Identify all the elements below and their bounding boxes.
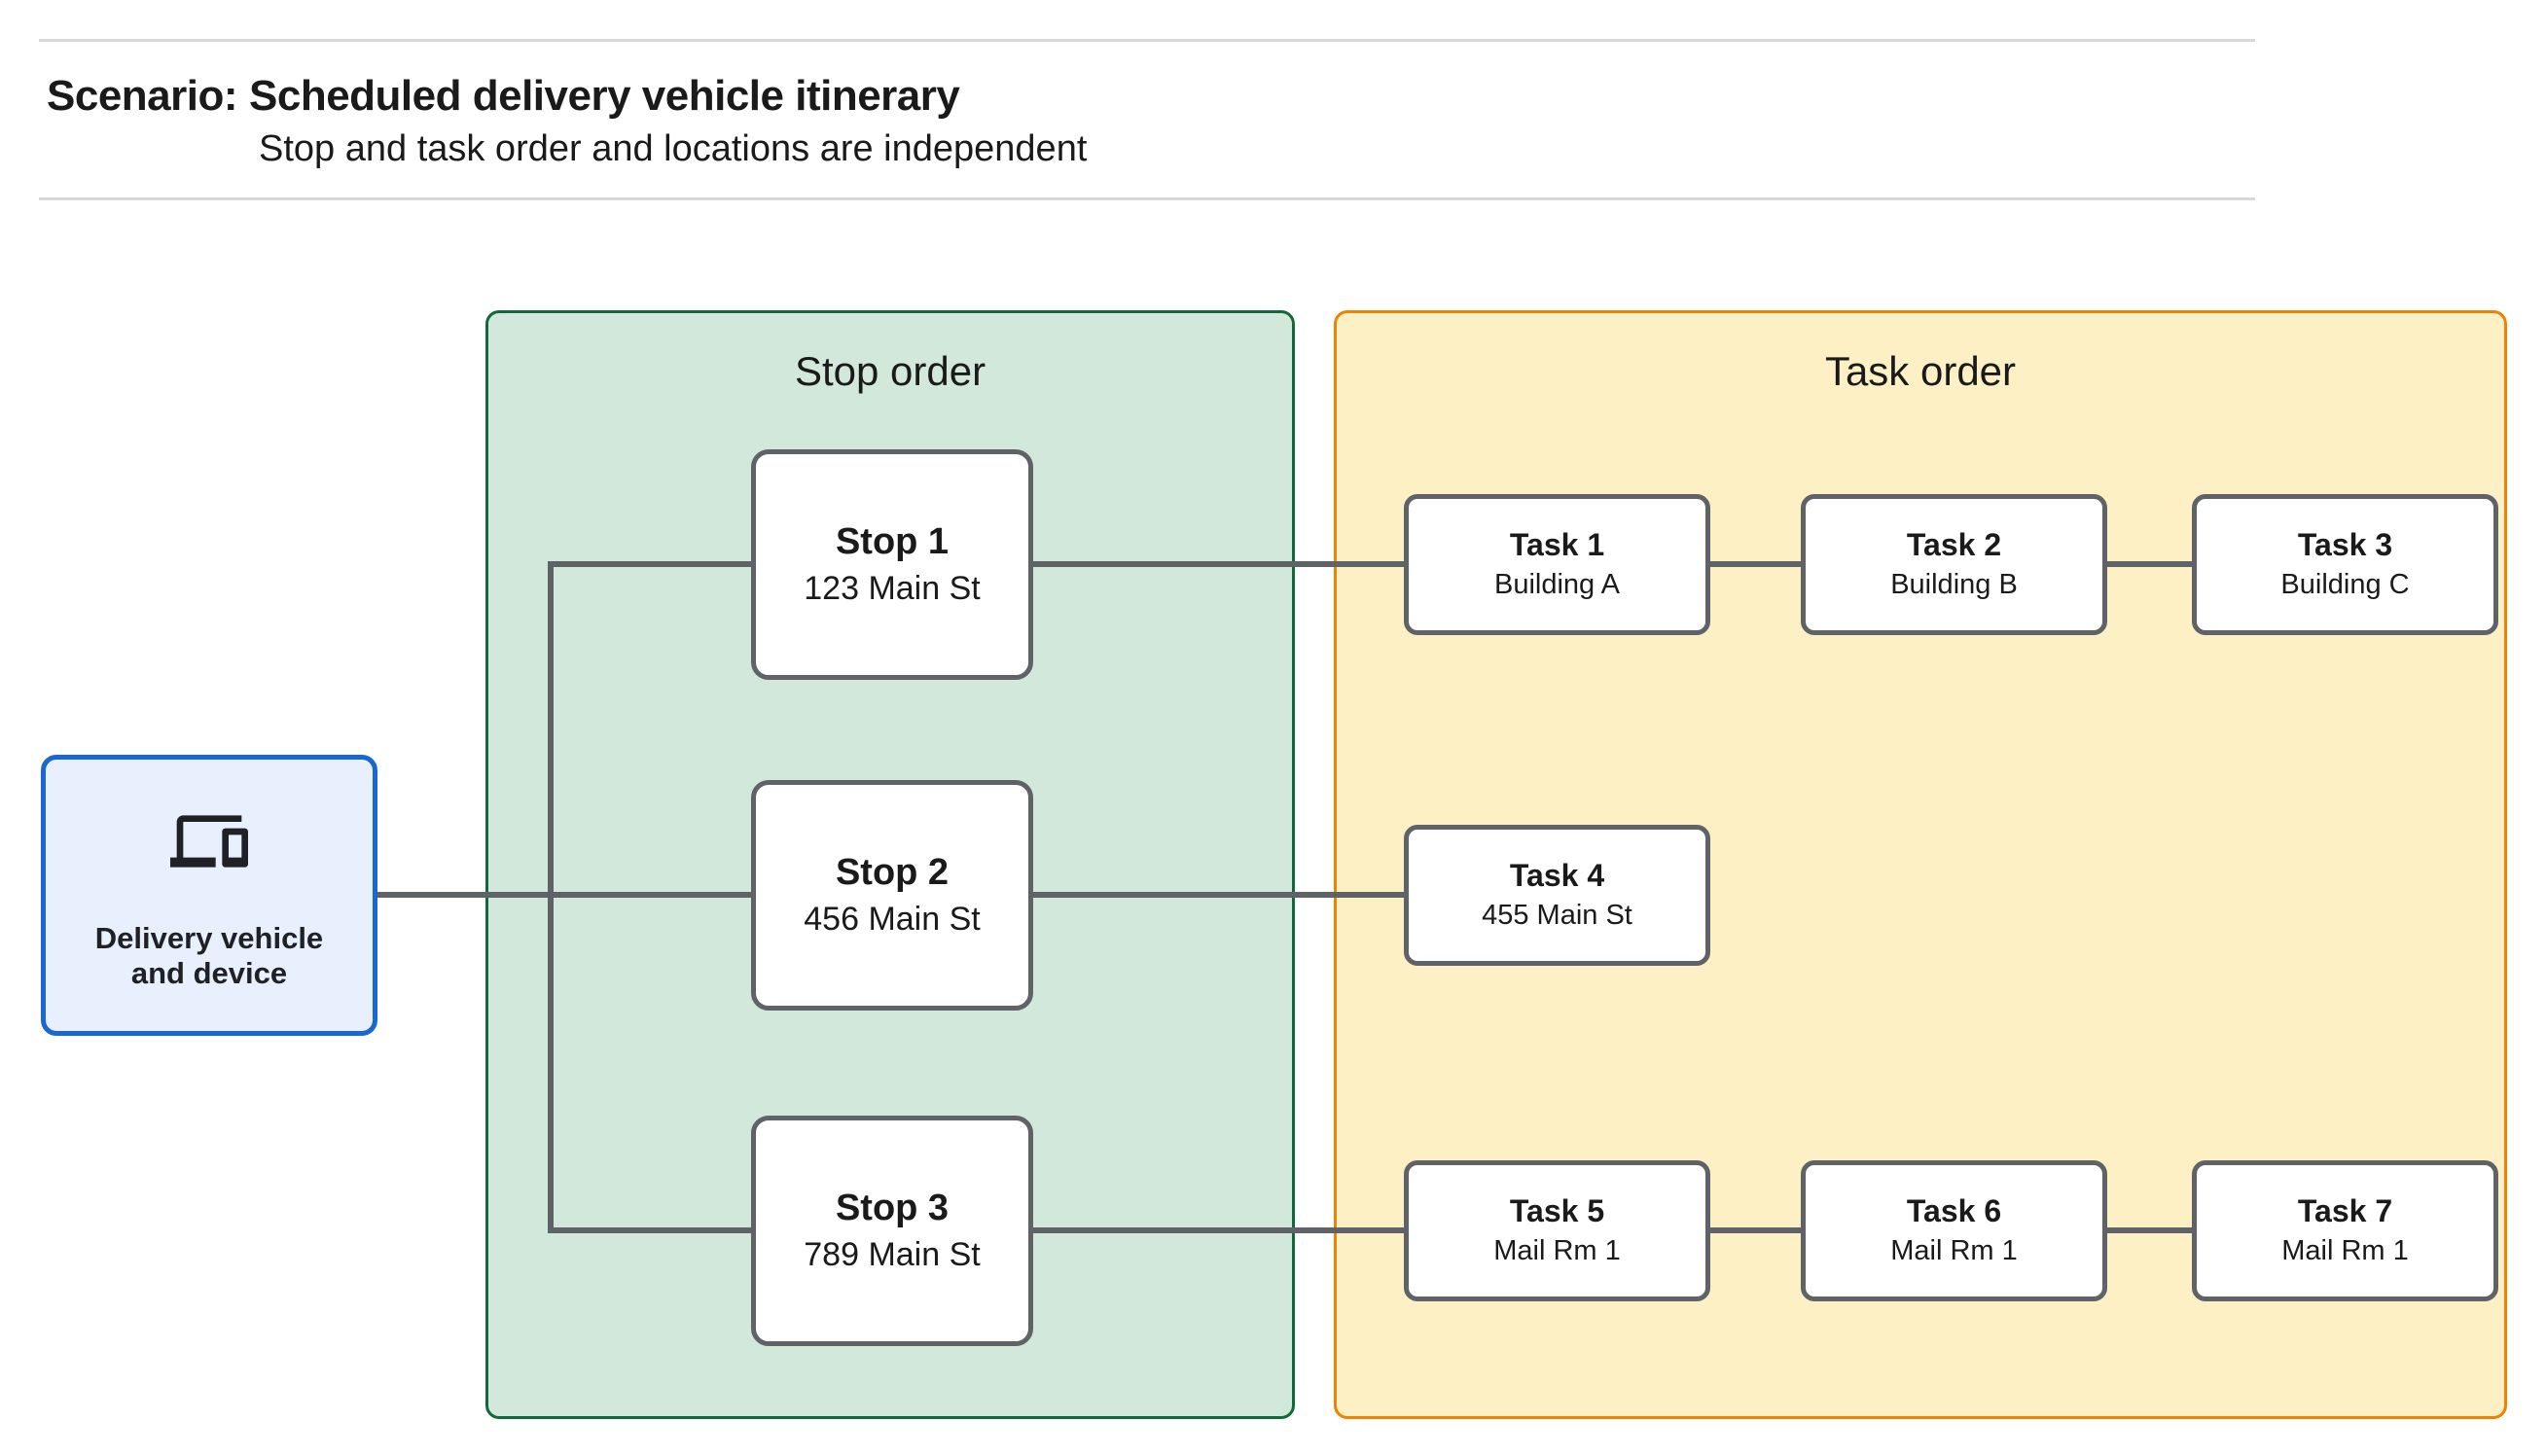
top-divider bbox=[39, 39, 2255, 42]
connector-stop1-to-task1 bbox=[1033, 561, 1404, 567]
devices-icon bbox=[170, 802, 248, 880]
task-4-title: Task 4 bbox=[1509, 858, 1605, 894]
task-1-node: Task 1 Building A bbox=[1404, 494, 1710, 635]
task-3-location: Building C bbox=[2280, 568, 2410, 600]
stop-2-address: 456 Main St bbox=[804, 900, 981, 938]
stop-3-title: Stop 3 bbox=[835, 1187, 950, 1228]
connector-trunk-to-stop1 bbox=[548, 561, 751, 567]
delivery-vehicle-label-line1: Delivery vehicle bbox=[94, 920, 324, 955]
task-5-node: Task 5 Mail Rm 1 bbox=[1404, 1160, 1710, 1301]
delivery-vehicle-label: Delivery vehicle and device bbox=[95, 921, 323, 992]
task-3-node: Task 3 Building C bbox=[2192, 494, 2498, 635]
task-5-location: Mail Rm 1 bbox=[1493, 1234, 1621, 1266]
connector-task2-to-task3 bbox=[2105, 561, 2194, 567]
task-2-location: Building B bbox=[1890, 568, 2018, 600]
stop-order-panel-title: Stop order bbox=[794, 348, 986, 394]
connector-stop3-to-task5 bbox=[1033, 1227, 1404, 1233]
connector-vehicle-to-stop2 bbox=[377, 892, 751, 898]
connector-trunk-vertical bbox=[548, 561, 554, 1233]
task-7-node: Task 7 Mail Rm 1 bbox=[2192, 1160, 2498, 1301]
task-1-title: Task 1 bbox=[1509, 527, 1605, 563]
connector-task6-to-task7 bbox=[2105, 1227, 2194, 1233]
task-1-location: Building A bbox=[1494, 568, 1620, 600]
task-4-location: 455 Main St bbox=[1482, 899, 1632, 931]
task-7-title: Task 7 bbox=[2297, 1193, 2393, 1229]
task-4-node: Task 4 455 Main St bbox=[1404, 825, 1710, 966]
task-5-title: Task 5 bbox=[1509, 1193, 1605, 1229]
connector-task1-to-task2 bbox=[1708, 561, 1803, 567]
title-main: Scheduled delivery vehicle itinerary bbox=[249, 72, 960, 120]
delivery-vehicle-label-line2: and device bbox=[130, 956, 288, 991]
connector-task5-to-task6 bbox=[1708, 1227, 1803, 1233]
stop-3-node: Stop 3 789 Main St bbox=[751, 1116, 1033, 1346]
task-2-node: Task 2 Building B bbox=[1801, 494, 2107, 635]
task-2-title: Task 2 bbox=[1906, 527, 2002, 563]
title-prefix: Scenario: bbox=[47, 72, 238, 120]
connector-stop2-to-task4 bbox=[1033, 892, 1404, 898]
stop-1-node: Stop 1 123 Main St bbox=[751, 449, 1033, 680]
stop-1-title: Stop 1 bbox=[835, 520, 950, 562]
task-3-title: Task 3 bbox=[2297, 527, 2393, 563]
task-6-node: Task 6 Mail Rm 1 bbox=[1801, 1160, 2107, 1301]
task-6-title: Task 6 bbox=[1906, 1193, 2002, 1229]
task-7-location: Mail Rm 1 bbox=[2281, 1234, 2409, 1266]
connector-trunk-to-stop3 bbox=[548, 1227, 751, 1233]
task-order-panel-title: Task order bbox=[1824, 348, 2017, 394]
stop-2-node: Stop 2 456 Main St bbox=[751, 780, 1033, 1011]
task-6-location: Mail Rm 1 bbox=[1890, 1234, 2018, 1266]
stop-1-address: 123 Main St bbox=[804, 569, 981, 607]
stop-2-title: Stop 2 bbox=[835, 851, 950, 893]
stop-3-address: 789 Main St bbox=[804, 1235, 981, 1273]
page-subtitle: Stop and task order and locations are in… bbox=[259, 128, 1088, 169]
page-title: Scenario:Scheduled delivery vehicle itin… bbox=[47, 72, 960, 121]
delivery-vehicle-node: Delivery vehicle and device bbox=[41, 755, 377, 1036]
header-divider bbox=[39, 197, 2255, 200]
